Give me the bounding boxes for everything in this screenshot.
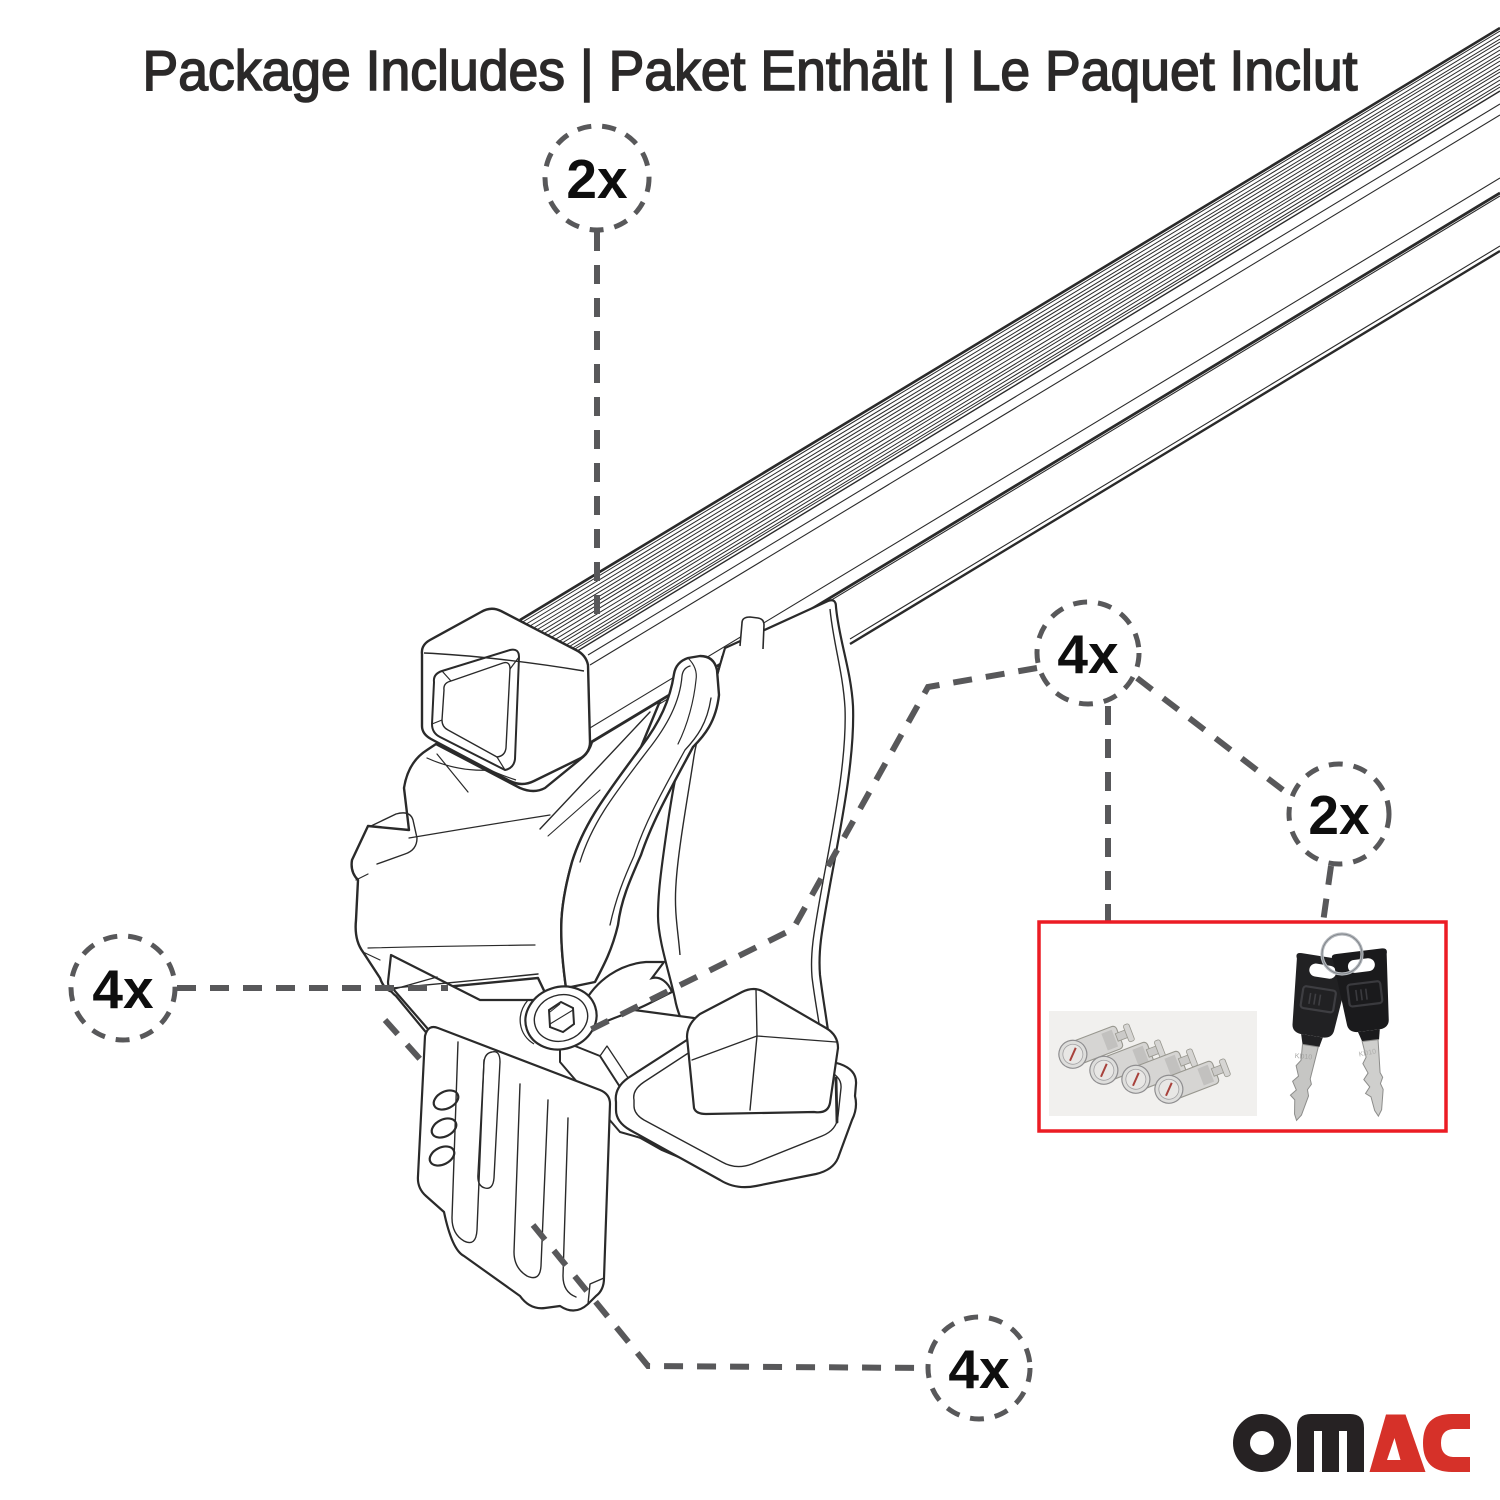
- svg-text:Package Includes | Paket Enthä: Package Includes | Paket Enthält | Le Pa…: [143, 39, 1358, 103]
- svg-text:KD10: KD10: [1358, 1048, 1377, 1058]
- svg-text:4x: 4x: [1057, 623, 1119, 685]
- svg-text:KD10: KD10: [1294, 1053, 1312, 1062]
- svg-text:2x: 2x: [566, 148, 628, 210]
- svg-text:4x: 4x: [92, 958, 154, 1020]
- svg-text:2x: 2x: [1308, 784, 1370, 846]
- svg-text:4x: 4x: [948, 1338, 1010, 1400]
